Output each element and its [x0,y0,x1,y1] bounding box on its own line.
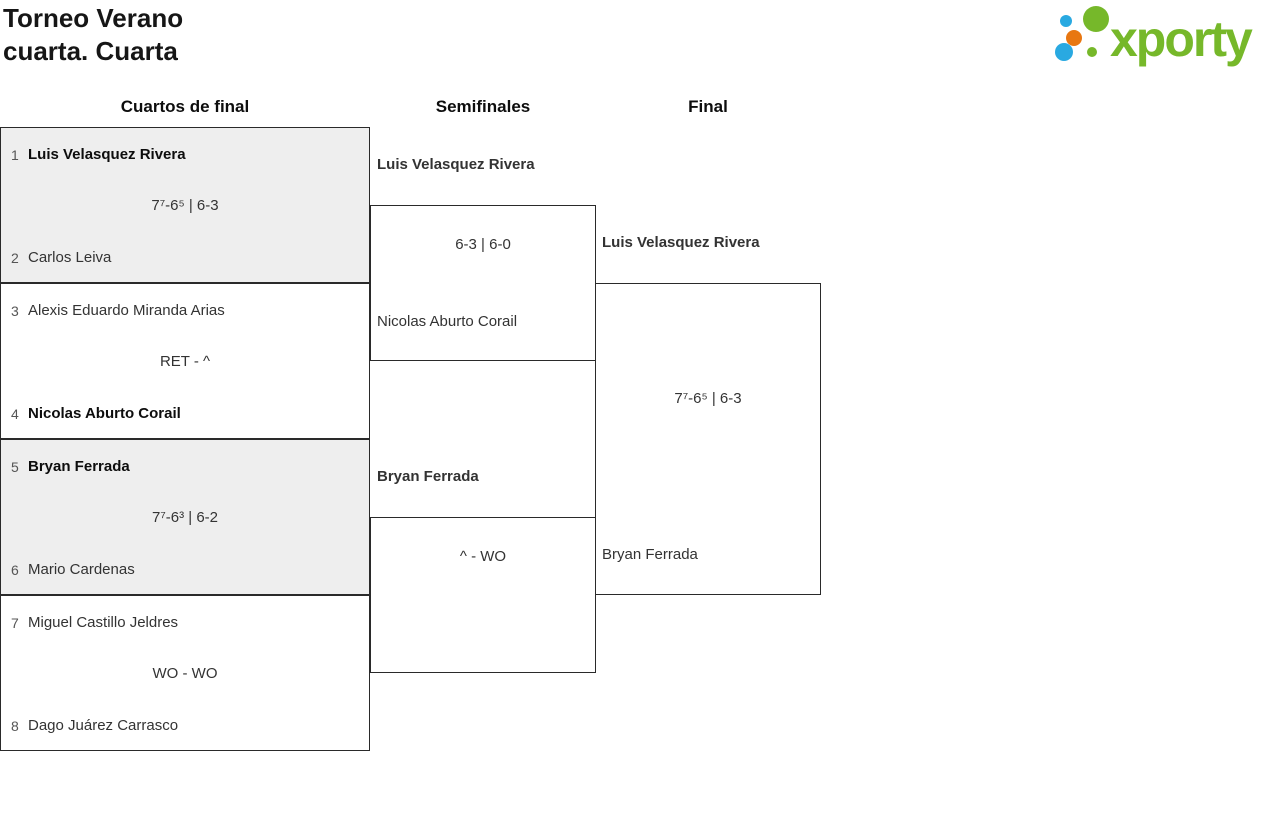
player-name: Nicolas Aburto Corail [28,405,181,422]
match-score: 7⁷-6⁵ | 6-3 [151,197,219,214]
player-name: Alexis Eduardo Miranda Arias [28,302,225,319]
seed-number: 4 [11,406,19,422]
player-name: Nicolas Aburto Corail [377,313,518,330]
participant-row: 7 Miguel Castillo Jeldres [1,613,369,633]
player-name: Luis Velasquez Rivera [28,146,186,163]
participant-row: 6 Mario Cardenas [1,560,369,580]
player-name: Dago Juárez Carrasco [28,717,179,734]
tournament-name: Torneo Verano [3,3,184,33]
participant-row: 2 Carlos Leiva [1,248,369,268]
player-name: Bryan Ferrada [602,546,698,563]
match-semifinal-2[interactable] [370,517,596,673]
player-name: Luis Velasquez Rivera [377,156,535,173]
seed-number: 5 [11,459,19,475]
match-final[interactable] [595,283,821,595]
xporty-wordmark: xporty [1110,11,1253,67]
player-name: Bryan Ferrada [377,468,479,485]
seed-number: 1 [11,147,19,163]
page-title: Torneo Verano cuarta. Cuarta [3,2,183,68]
participant-row: 4 Nicolas Aburto Corail [1,404,369,424]
round-header-final: Final [688,97,728,116]
seed-number: 6 [11,562,19,578]
seed-number: 2 [11,250,19,266]
participant-row: 8 Dago Juárez Carrasco [1,716,369,736]
participant-row: 3 Alexis Eduardo Miranda Arias [1,301,369,321]
participant-row: 1 Luis Velasquez Rivera [1,145,369,165]
match-score: 7⁷-6³ | 6-2 [151,509,218,526]
seed-number: 7 [11,615,19,631]
participant-row: 5 Bryan Ferrada [1,457,369,477]
match-quarterfinal-3[interactable]: 5 Bryan Ferrada 7⁷-6³ | 6-2 6 Mario Card… [0,439,370,595]
player-name: Miguel Castillo Jeldres [28,614,179,631]
player-name: Carlos Leiva [28,249,112,266]
match-quarterfinal-1[interactable]: 1 Luis Velasquez Rivera 7⁷-6⁵ | 6-3 2 Ca… [0,127,370,283]
match-semifinal-1[interactable] [370,205,596,361]
match-quarterfinal-4[interactable]: 7 Miguel Castillo Jeldres WO - WO 8 Dago… [0,595,370,751]
seed-number: 3 [11,303,19,319]
match-quarterfinal-2[interactable]: 3 Alexis Eduardo Miranda Arias RET - ^ 4… [0,283,370,439]
player-name: Luis Velasquez Rivera [602,234,760,251]
category-name: cuarta. Cuarta [3,36,178,66]
xporty-logo[interactable]: xporty [1040,0,1280,70]
seed-number: 8 [11,718,19,734]
round-header-semifinales: Semifinales [435,97,531,116]
match-score: WO - WO [152,665,218,682]
match-score: 6-3 | 6-0 [455,236,511,253]
player-name: Bryan Ferrada [28,458,130,475]
xporty-logo-icon: xporty [1055,6,1255,67]
match-score: RET - ^ [159,353,211,370]
match-score: ^ - WO [459,548,507,565]
player-name: Mario Cardenas [28,561,135,578]
round-header-cuartos: Cuartos de final [120,97,250,116]
match-score: 7⁷-6⁵ | 6-3 [674,390,742,407]
